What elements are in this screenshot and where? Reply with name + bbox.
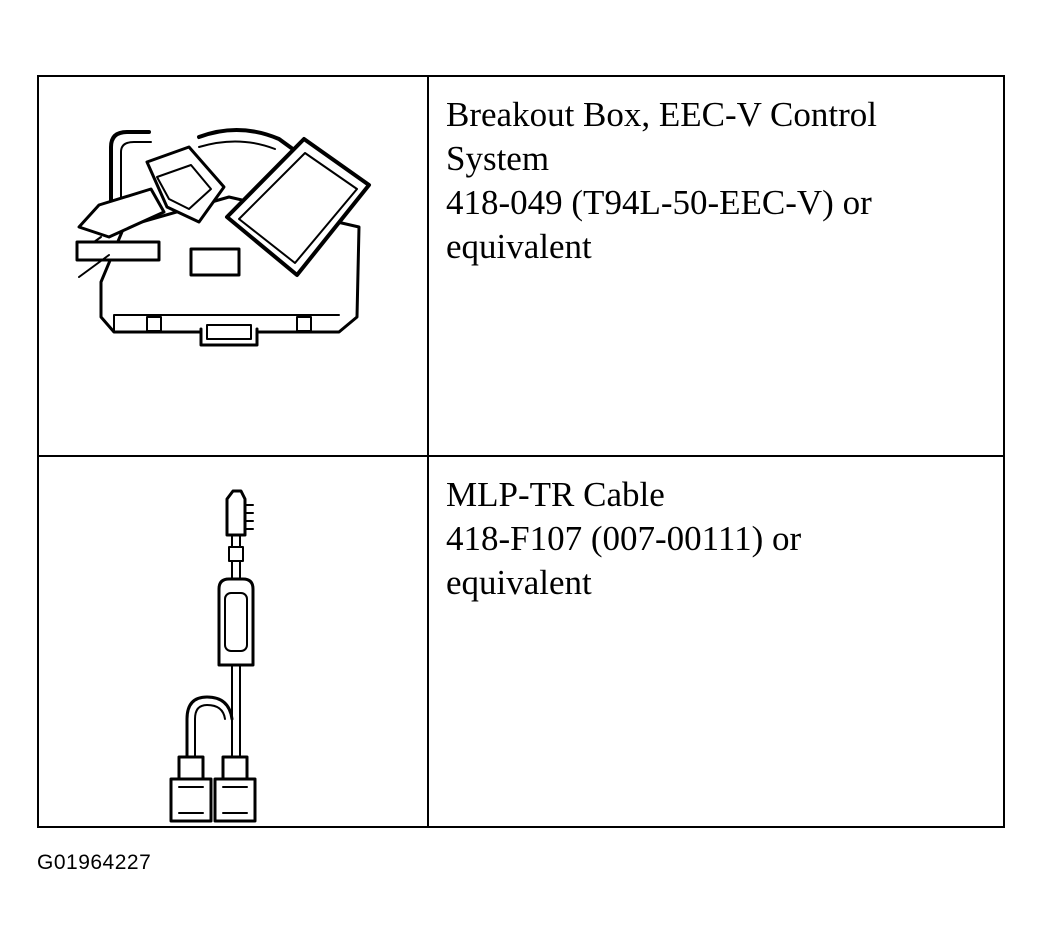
tool-name-line-1: Breakout Box, EEC-V Control: [446, 95, 877, 134]
breakout-box-illustration: [75, 128, 371, 347]
tool-part-number: 418-049 (T94L-50-EEC-V) or: [446, 183, 872, 222]
tool-image-cell: [39, 457, 429, 826]
tool-name-line-2: System: [446, 139, 550, 178]
mlp-tr-cable-illustration: [169, 489, 257, 823]
tool-row-breakout-box: Breakout Box, EEC-V Control System 418-0…: [39, 77, 1003, 457]
tool-part-number: 418-F107 (007-00111) or: [446, 519, 802, 558]
tool-name-line-1: MLP-TR Cable: [446, 475, 665, 514]
tool-image-cell: [39, 77, 429, 455]
tool-description: MLP-TR Cable 418-F107 (007-00111) or equ…: [429, 457, 1003, 826]
tool-description: Breakout Box, EEC-V Control System 418-0…: [429, 77, 1003, 455]
tool-table: Breakout Box, EEC-V Control System 418-0…: [37, 75, 1005, 828]
figure-id: G01964227: [37, 851, 152, 874]
tool-equivalent-note: equivalent: [446, 227, 592, 266]
tool-equivalent-note: equivalent: [446, 563, 592, 602]
tool-row-mlp-tr-cable: MLP-TR Cable 418-F107 (007-00111) or equ…: [39, 457, 1003, 826]
